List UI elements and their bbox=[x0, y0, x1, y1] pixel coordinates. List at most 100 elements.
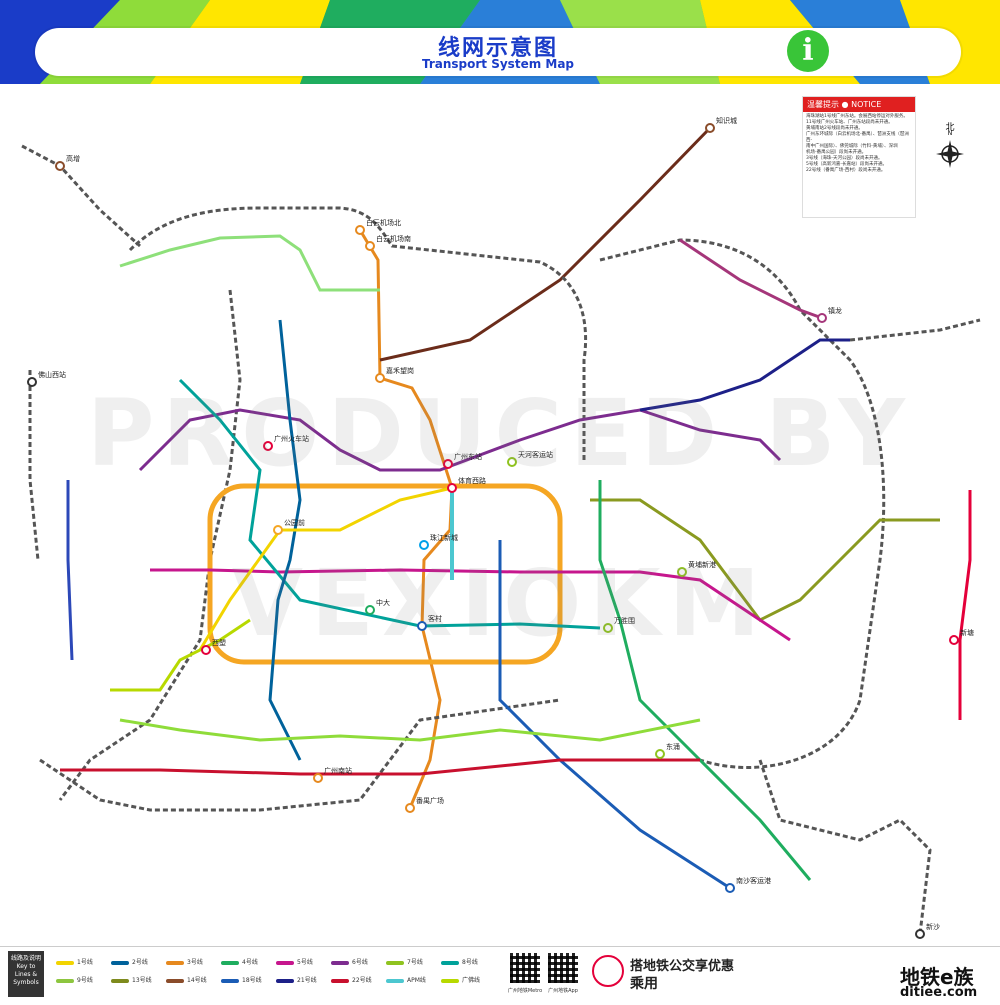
line-7 bbox=[119, 718, 701, 742]
station-label[interactable]: 中大 bbox=[376, 598, 390, 607]
notice-title-en: NOTICE bbox=[851, 100, 882, 109]
legend-label: 6号线 bbox=[352, 959, 368, 966]
legend-swatch bbox=[111, 978, 129, 983]
station-label[interactable]: 天河客运站 bbox=[518, 450, 553, 459]
legend-item: 3号线 bbox=[166, 957, 203, 966]
promo-subtext: 乘用 bbox=[630, 976, 658, 992]
legend-item: 13号线 bbox=[111, 975, 152, 984]
station-marker[interactable] bbox=[263, 441, 273, 451]
north-label: 北 bbox=[945, 123, 955, 133]
qr-code-icon[interactable] bbox=[548, 953, 578, 983]
legend-label: 1号线 bbox=[77, 959, 93, 966]
station-label[interactable]: 东涌 bbox=[666, 742, 680, 751]
warning-icon: ● bbox=[841, 100, 849, 109]
station-marker[interactable] bbox=[443, 459, 453, 469]
legend-label: 21号线 bbox=[297, 977, 317, 984]
notice-line: 22号线（番禺广场-西村）段尚未开通。 bbox=[806, 168, 886, 173]
notice-line: 黄埔南站2号线段尚未开通。 bbox=[806, 126, 863, 131]
legend-label: 4号线 bbox=[242, 959, 258, 966]
station-label[interactable]: 白云机场北 bbox=[366, 218, 401, 227]
qr-caption: 广州地铁App bbox=[548, 988, 578, 994]
station-marker[interactable] bbox=[375, 373, 385, 383]
line-11-loop bbox=[207, 483, 563, 665]
station-label[interactable]: 广州南站 bbox=[324, 766, 352, 775]
notice-line: 机场-番禺公园）段尚未开通。 bbox=[806, 150, 867, 155]
station-marker[interactable] bbox=[27, 377, 37, 387]
notice-header: 温馨提示 ● NOTICE bbox=[803, 97, 915, 112]
legend-label: 13号线 bbox=[132, 977, 152, 984]
notice-line: 广州东环城际（白云机场北-番禺）、琶洲支线（琶洲西- bbox=[806, 132, 909, 143]
notice-line: 南中广州国际）、佛莞城际（竹料-黄埔）、深圳 bbox=[806, 144, 898, 149]
station-marker[interactable] bbox=[417, 621, 427, 631]
station-marker[interactable] bbox=[419, 540, 429, 550]
legend-item: 21号线 bbox=[276, 975, 317, 984]
station-label[interactable]: 万胜围 bbox=[614, 616, 635, 625]
legend-item: 广佛线 bbox=[441, 975, 480, 984]
station-marker[interactable] bbox=[355, 225, 365, 235]
station-marker[interactable] bbox=[655, 749, 665, 759]
station-marker[interactable] bbox=[447, 483, 457, 493]
station-label[interactable]: 嘉禾望岗 bbox=[386, 366, 414, 375]
station-marker[interactable] bbox=[313, 773, 323, 783]
station-label[interactable]: 珠江新城 bbox=[430, 533, 458, 542]
station-label[interactable]: 高增 bbox=[66, 154, 80, 163]
station-label[interactable]: 知识城 bbox=[716, 116, 737, 125]
notice-line: 5号线（高新鸿嘉-长嘉站）段尚未开通。 bbox=[806, 162, 887, 167]
line-guangfo bbox=[110, 618, 251, 692]
station-marker[interactable] bbox=[949, 635, 959, 645]
station-marker[interactable] bbox=[55, 161, 65, 171]
station-label[interactable]: 新塘 bbox=[960, 628, 974, 637]
line-22 bbox=[60, 758, 700, 776]
station-label[interactable]: 佛山西站 bbox=[38, 370, 66, 379]
site-logo: 地铁e族 bbox=[900, 965, 974, 989]
station-label[interactable]: 南沙客运港 bbox=[736, 876, 771, 885]
notice-title: 温馨提示 bbox=[807, 100, 839, 109]
legend-item: 18号线 bbox=[221, 975, 262, 984]
station-marker[interactable] bbox=[915, 929, 925, 939]
line-1 bbox=[198, 486, 453, 651]
station-label[interactable]: 镇龙 bbox=[828, 306, 842, 315]
station-label[interactable]: 客村 bbox=[428, 614, 442, 623]
compass: 北 N bbox=[936, 120, 964, 170]
station-label[interactable]: 新沙 bbox=[926, 922, 940, 931]
intercity-west bbox=[58, 289, 242, 801]
station-label[interactable]: 西塱 bbox=[212, 638, 226, 647]
line-5 bbox=[150, 568, 791, 642]
line-foshan-2 bbox=[66, 480, 74, 661]
info-icon[interactable]: i bbox=[787, 30, 829, 72]
legend-item: 2号线 bbox=[111, 957, 148, 966]
qr-code-icon[interactable] bbox=[510, 953, 540, 983]
station-label[interactable]: 广州火车站 bbox=[274, 434, 309, 443]
station-marker[interactable] bbox=[365, 241, 375, 251]
legend-item: 8号线 bbox=[441, 957, 478, 966]
notice-panel: 温馨提示 ● NOTICE 海珠湖站1号线广州东站。会展西站停运对外服务。 11… bbox=[802, 96, 916, 218]
station-marker[interactable] bbox=[365, 605, 375, 615]
station-marker[interactable] bbox=[507, 457, 517, 467]
station-marker[interactable] bbox=[705, 123, 715, 133]
line-west-intercity bbox=[28, 370, 40, 561]
legend-swatch bbox=[56, 978, 74, 983]
station-marker[interactable] bbox=[677, 567, 687, 577]
station-label[interactable]: 广州东站 bbox=[454, 452, 482, 461]
station-label[interactable]: 黄埔新港 bbox=[688, 560, 716, 569]
station-label[interactable]: 公园前 bbox=[284, 518, 305, 527]
north-label-en: N bbox=[947, 130, 953, 137]
legend-swatch bbox=[331, 978, 349, 983]
line-2 bbox=[268, 319, 302, 761]
station-marker[interactable] bbox=[817, 313, 827, 323]
station-marker[interactable] bbox=[201, 645, 211, 655]
legend-label: 7号线 bbox=[407, 959, 423, 966]
line-3 bbox=[358, 229, 454, 809]
line-13 bbox=[590, 498, 940, 622]
station-label[interactable]: 体育西路 bbox=[458, 476, 486, 485]
page-title: 线网示意图 bbox=[437, 36, 558, 61]
station-label[interactable]: 白云机场南 bbox=[376, 234, 411, 243]
station-marker[interactable] bbox=[725, 883, 735, 893]
legend-swatch bbox=[56, 960, 74, 965]
station-marker[interactable] bbox=[603, 623, 613, 633]
station-marker[interactable] bbox=[405, 803, 415, 813]
station-marker[interactable] bbox=[273, 525, 283, 535]
station-label[interactable]: 番禺广场 bbox=[416, 796, 444, 805]
legend-item: 1号线 bbox=[56, 957, 93, 966]
